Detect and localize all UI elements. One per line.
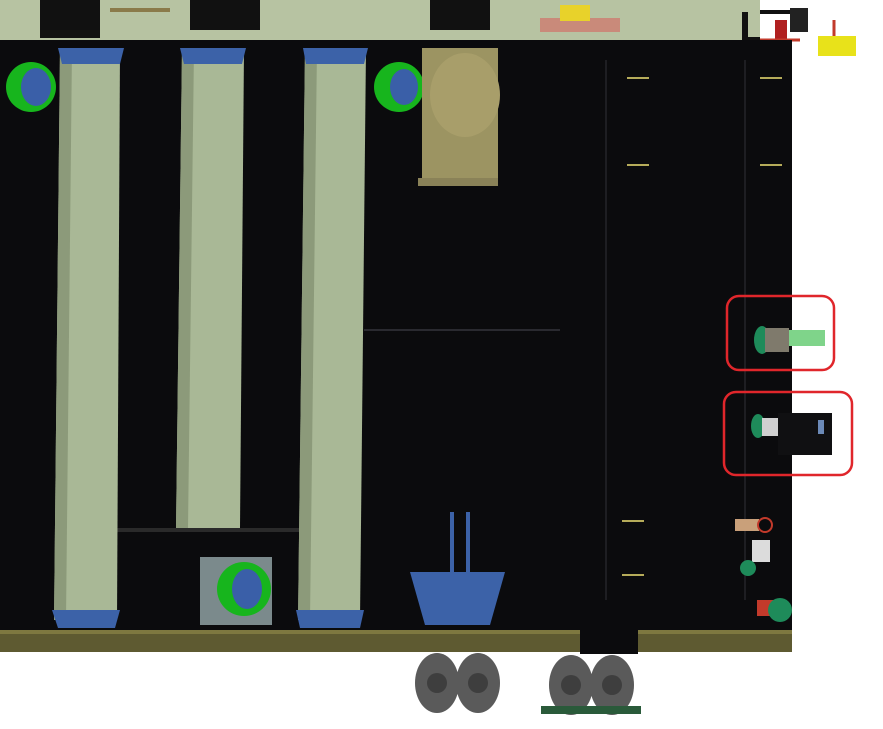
side-markings [622,77,782,576]
upper-fitting-component[interactable] [754,326,825,354]
radiator-fin-2 [176,48,246,528]
top-cover [0,0,760,40]
roller-left [415,653,500,713]
blue-support-stand [410,512,505,625]
tank-body [0,40,792,634]
flange-center-top [374,62,424,112]
flange-bottom-inspection [200,557,272,625]
bushing-housing [418,48,500,186]
valve-cluster [735,517,792,622]
base-skid [0,630,792,652]
radiator-fin-1 [52,48,124,628]
callout-lower-component [722,390,854,477]
roller-right [541,655,641,715]
flange-left-top [6,62,56,112]
lower-box-component[interactable] [751,413,832,455]
yellow-junction-box [818,36,856,56]
callout-upper-component [725,294,836,372]
radiator-fin-3 [296,48,368,628]
